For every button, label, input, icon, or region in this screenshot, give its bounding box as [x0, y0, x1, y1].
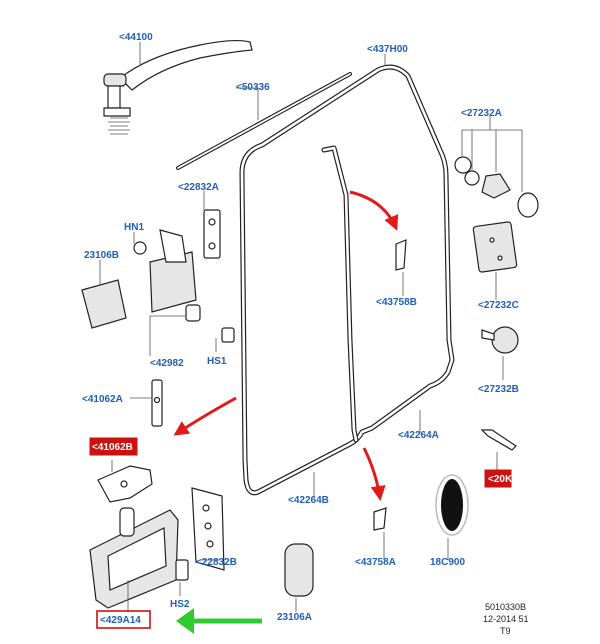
belt-seal-strip[interactable] — [176, 72, 352, 170]
label-22832b[interactable]: <22832B — [196, 557, 237, 568]
striker-plate-a[interactable] — [151, 379, 163, 427]
label-437h00[interactable]: <437H00 — [367, 44, 408, 55]
outer-handle[interactable] — [103, 39, 253, 135]
bracket-b[interactable] — [97, 465, 153, 503]
label-23106b[interactable]: 23106B — [84, 250, 119, 261]
hinge-cover-b[interactable] — [81, 279, 127, 329]
label-hn1[interactable]: HN1 — [124, 222, 144, 233]
label-27232b[interactable]: <27232B — [478, 384, 519, 395]
lock-cylinder-parts[interactable] — [454, 156, 539, 354]
label-429a14[interactable]: <429A14 — [100, 615, 141, 626]
green-arrow — [176, 608, 262, 634]
label-20k[interactable]: <20K — [488, 474, 513, 485]
label-22832a[interactable]: <22832A — [178, 182, 219, 193]
label-27232c[interactable]: <27232C — [478, 300, 519, 311]
label-42264b[interactable]: <42264B — [288, 495, 329, 506]
label-18c900[interactable]: 18C900 — [430, 557, 465, 568]
label-27232a[interactable]: <27232A — [461, 108, 502, 119]
clip-43758b[interactable] — [395, 239, 407, 271]
label-23106a[interactable]: 23106A — [277, 612, 312, 623]
label-42264a[interactable]: <42264A — [398, 430, 439, 441]
label-41062b[interactable]: <41062B — [92, 442, 133, 453]
label-43758b[interactable]: <43758B — [376, 297, 417, 308]
label-44100[interactable]: <44100 — [119, 32, 153, 43]
footer-ref: T9 — [500, 626, 511, 636]
highlight-box-20k — [484, 469, 512, 488]
footer-code: 5010330B — [485, 602, 526, 612]
clip-43758a[interactable] — [373, 507, 387, 531]
inner-pillar-seal[interactable] — [321, 145, 359, 443]
door-outer-seal[interactable] — [239, 64, 455, 496]
part-labels: <44100 <50336 <437H00 <27232A <22832A HN… — [82, 32, 519, 626]
highlight-box-41062b — [89, 437, 138, 456]
lower-hinge[interactable] — [89, 487, 225, 609]
footer-date: 12-2014 51 — [483, 614, 529, 624]
label-hs1[interactable]: HS1 — [207, 356, 227, 367]
upper-hinge[interactable] — [133, 209, 235, 343]
label-hs2[interactable]: HS2 — [170, 599, 190, 610]
label-43758a[interactable]: <43758A — [355, 557, 396, 568]
pin-20k[interactable] — [480, 429, 517, 451]
label-41062a[interactable]: <41062A — [82, 394, 123, 405]
guidance-arrows — [173, 190, 399, 501]
trim-18c900[interactable] — [435, 474, 469, 536]
label-50336[interactable]: <50336 — [236, 82, 270, 93]
hinge-cover-a[interactable] — [284, 543, 314, 597]
highlight-box-429a14 — [96, 610, 151, 629]
leader-lines — [99, 42, 523, 612]
label-42982[interactable]: <42982 — [150, 358, 184, 369]
diagram-footer: 5010330B 12-2014 51 T9 — [483, 602, 529, 636]
